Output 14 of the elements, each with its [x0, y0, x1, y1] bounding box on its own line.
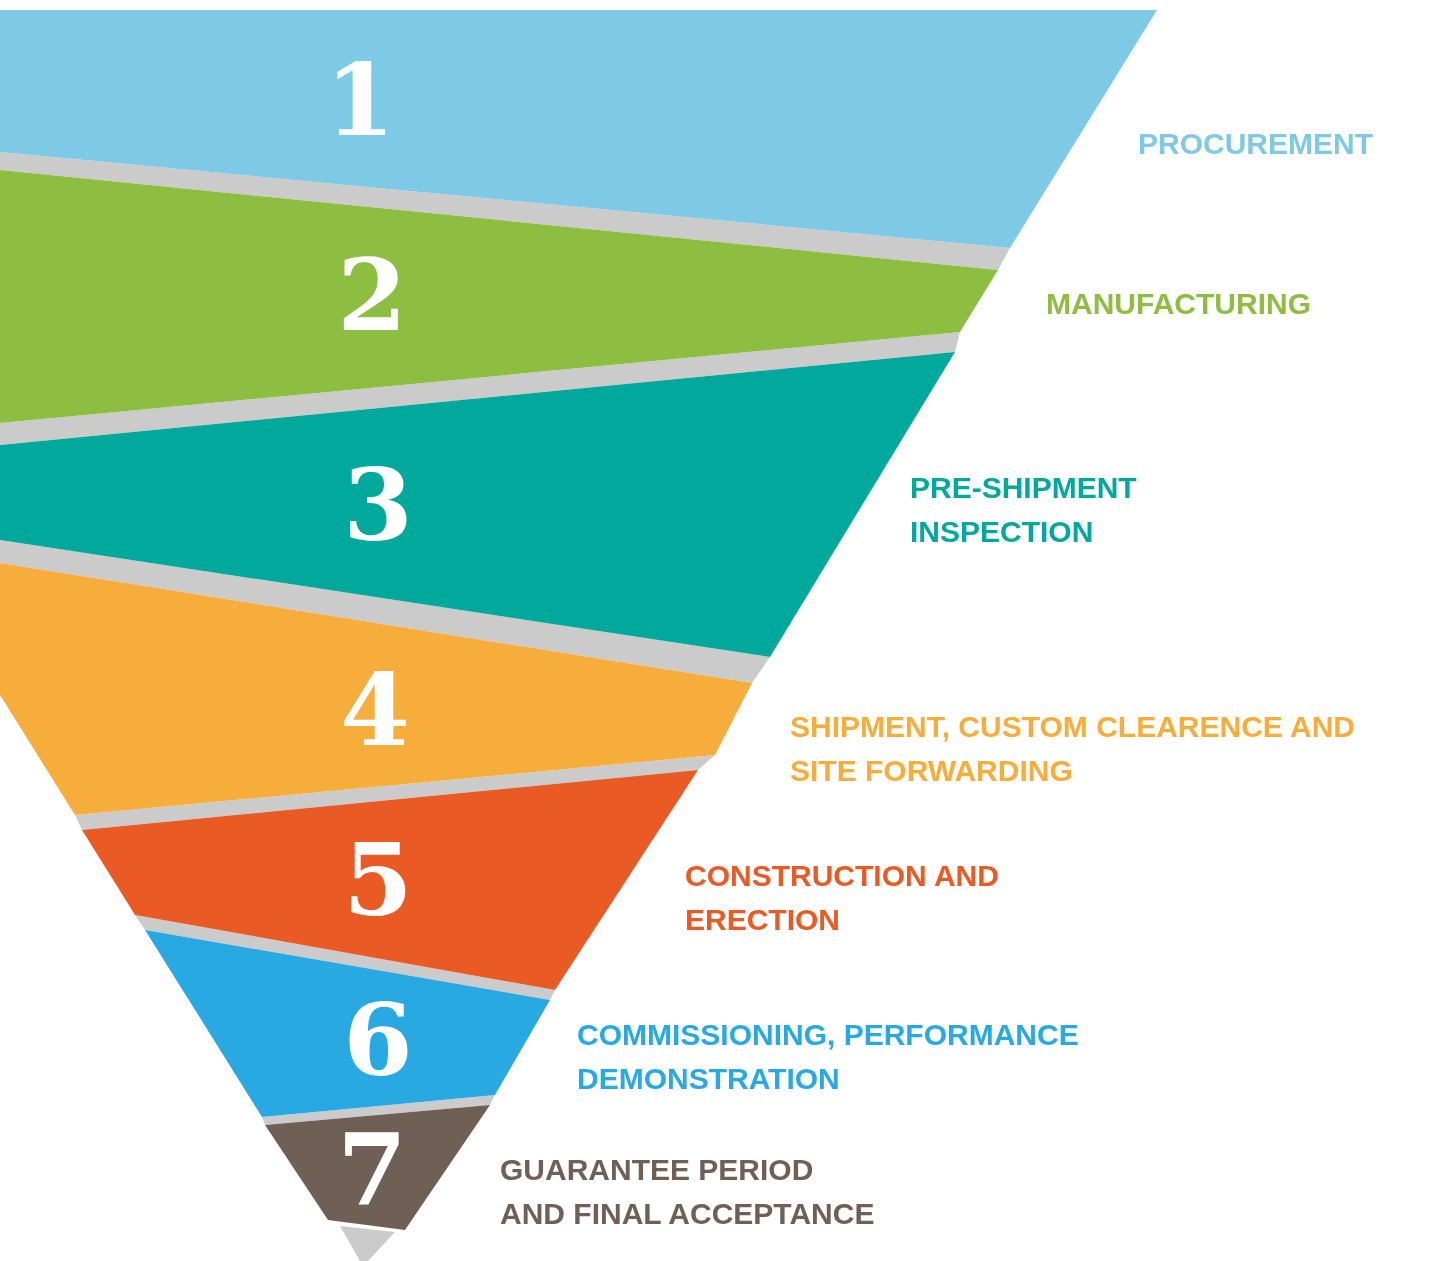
stage-label: COMMISSIONING, PERFORMANCE DEMONSTRATION — [577, 1017, 1080, 1097]
step-number: 3 — [343, 455, 413, 555]
step-number: 6 — [343, 990, 413, 1090]
stage-label: CONSTRUCTION AND ERECTION — [685, 858, 1000, 938]
step-number: 5 — [343, 830, 413, 930]
step-number: 1 — [325, 50, 395, 150]
step-number: 4 — [340, 660, 410, 760]
stage-label: PROCUREMENT — [1138, 126, 1374, 162]
step-number: 7 — [337, 1120, 407, 1220]
stage-label: GUARANTEE PERIOD AND FINAL ACCEPTANCE — [500, 1152, 876, 1232]
stage-label: MANUFACTURING — [1046, 286, 1312, 322]
step-number: 2 — [337, 245, 407, 345]
stage-label: SHIPMENT, CUSTOM CLEARENCE AND SITE FORWARDING — [790, 709, 1357, 789]
stage-label: PRE-SHIPMENT INSPECTION — [910, 470, 1138, 550]
